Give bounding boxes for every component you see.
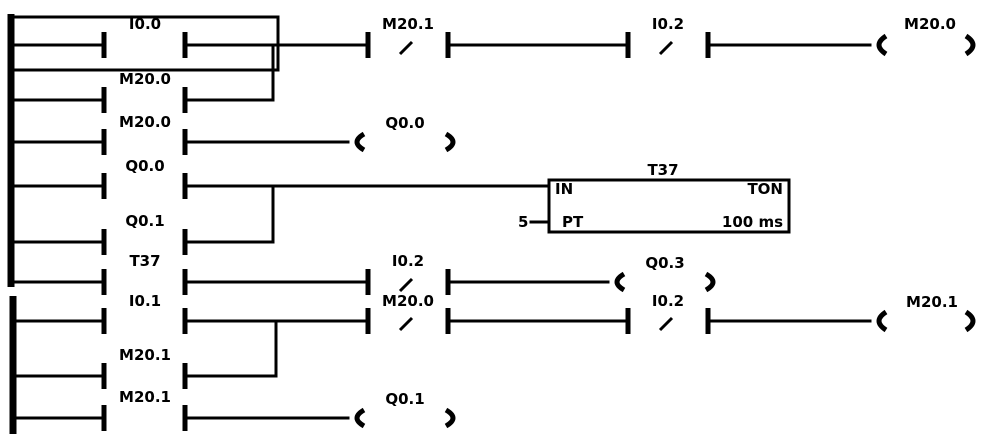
coil-label: M20.0 <box>904 15 956 33</box>
timer-name: T37 <box>647 161 678 179</box>
contact-label: Q0.1 <box>125 212 164 230</box>
contact-label: I0.0 <box>129 15 161 33</box>
rung-4: T37 I0.2 Q0.3 <box>12 252 716 295</box>
contact-label: I0.2 <box>652 292 684 310</box>
rung-3: Q0.0 Q0.1 T37 IN TON PT 100 ms 5 <box>12 157 791 255</box>
coil[interactable]: Q0.1 <box>354 390 456 429</box>
contact-no[interactable]: Q0.0 <box>101 157 188 199</box>
contact-label: M20.1 <box>382 15 434 33</box>
contact-label: Q0.0 <box>125 157 164 175</box>
coil[interactable]: Q0.0 <box>354 114 456 153</box>
contact-no[interactable]: I0.0 <box>101 15 188 58</box>
contact-label: M20.0 <box>119 70 171 88</box>
coil[interactable]: Q0.3 <box>614 254 716 293</box>
contact-nc[interactable]: M20.1 <box>365 15 451 58</box>
coil-label: Q0.1 <box>385 390 424 408</box>
contact-label: T37 <box>129 252 160 270</box>
rung-2: M20.0 Q0.0 <box>12 113 456 155</box>
contact-no[interactable]: M20.0 <box>101 113 188 155</box>
rung-1: I0.0 M20.1 I0.2 M20.0 M20.0 <box>12 15 976 113</box>
timer-type: TON <box>747 180 783 198</box>
contact-label: I0.2 <box>652 15 684 33</box>
contact-label: M20.0 <box>119 113 171 131</box>
contact-no[interactable]: I0.1 <box>101 292 188 334</box>
contact-no[interactable]: M20.1 <box>101 346 188 389</box>
timer-in-label: IN <box>555 180 573 198</box>
contact-nc[interactable]: I0.2 <box>365 252 451 295</box>
timer-pt-label: PT <box>562 213 584 231</box>
contact-label: I0.2 <box>392 252 424 270</box>
contact-label: M20.0 <box>382 292 434 310</box>
coil-label: M20.1 <box>906 293 958 311</box>
contact-nc[interactable]: I0.2 <box>625 292 711 334</box>
coil[interactable]: M20.1 <box>876 293 976 333</box>
coil-label: Q0.0 <box>385 114 424 132</box>
coil[interactable]: M20.0 <box>876 15 976 57</box>
contact-label: M20.1 <box>119 346 171 364</box>
timer-base: 100 ms <box>722 213 783 231</box>
contact-label: M20.1 <box>119 388 171 406</box>
contact-no[interactable]: M20.1 <box>101 388 188 431</box>
contact-no[interactable]: M20.0 <box>101 70 188 113</box>
contact-no[interactable]: Q0.1 <box>101 212 188 255</box>
contact-nc[interactable]: I0.2 <box>625 15 711 58</box>
timer-box[interactable]: T37 IN TON PT 100 ms 5 <box>518 161 791 234</box>
rung-6: M20.1 Q0.1 <box>14 388 456 431</box>
timer-preset: 5 <box>518 213 528 231</box>
contact-no[interactable]: T37 <box>101 252 188 295</box>
contact-label: I0.1 <box>129 292 161 310</box>
coil-label: Q0.3 <box>645 254 684 272</box>
rung-5: I0.1 M20.0 I0.2 M20.1 M20.1 <box>14 292 976 389</box>
contact-nc[interactable]: M20.0 <box>365 292 451 334</box>
